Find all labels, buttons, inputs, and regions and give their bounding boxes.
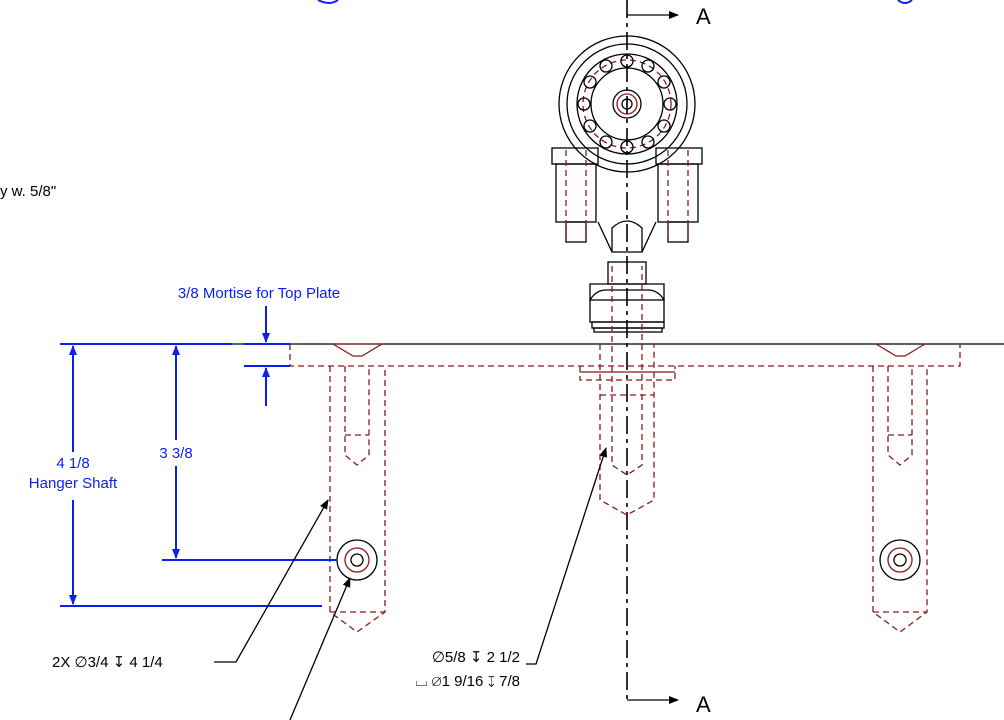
pin-dimension: 3 3/8 — [159, 345, 337, 561]
mortise-dimension: 3/8 Mortise for Top Plate — [178, 285, 340, 406]
top-arc-left — [317, 0, 339, 4]
partial-note: y w. 5/8" — [0, 183, 56, 200]
pin-height-value: 3 3/8 — [159, 445, 192, 462]
right-shaft — [872, 343, 928, 633]
mortise-outline — [289, 344, 961, 367]
counterbore-note: ⌴ ∅1 9/16 ↧ 7/8 — [416, 673, 521, 690]
section-label-bottom: A — [696, 692, 711, 717]
overall-value: 4 1/8 — [56, 455, 89, 472]
left-pin-hole — [336, 539, 378, 581]
pin-leader — [289, 577, 351, 720]
bearing-balls — [577, 54, 677, 154]
left-shaft — [329, 343, 386, 633]
section-marker-bottom: A — [627, 692, 711, 717]
side-holes-callout: 2X ∅3/4 ↧ 4 1/4 — [52, 499, 329, 671]
center-hole-note: ∅5/8 ↧ 2 1/2 — [432, 649, 520, 666]
section-marker-top: A — [627, 4, 711, 29]
overall-dimension: 4 1/8 Hanger Shaft — [29, 343, 322, 607]
side-holes-note: 2X ∅3/4 ↧ 4 1/4 — [52, 654, 163, 671]
mortise-label: 3/8 Mortise for Top Plate — [178, 285, 340, 302]
center-hole-callout: ∅5/8 ↧ 2 1/2 ⌴ ∅1 9/16 ↧ 7/8 — [416, 447, 608, 690]
right-pin-hole — [879, 539, 921, 581]
top-arc-right — [897, 0, 913, 4]
overall-name: Hanger Shaft — [29, 475, 118, 492]
section-label-top: A — [696, 4, 711, 29]
center-hanger-assembly — [551, 0, 703, 700]
